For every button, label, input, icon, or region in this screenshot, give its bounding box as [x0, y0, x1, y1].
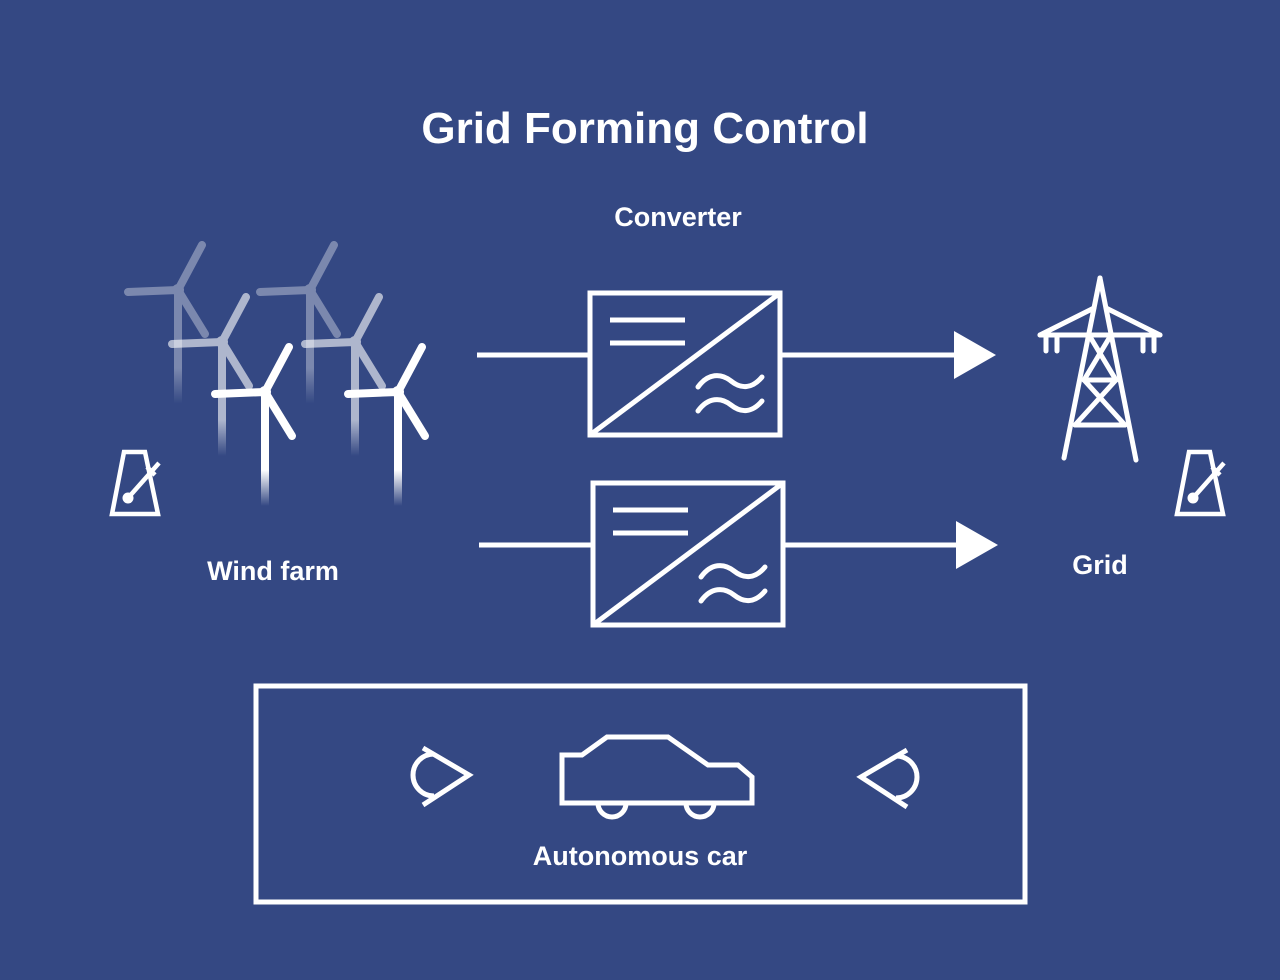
ac-dc-converter-icon	[590, 293, 780, 435]
car-icon	[559, 734, 755, 820]
autonomous-car-label: Autonomous car	[533, 841, 748, 871]
grid-label: Grid	[1072, 550, 1128, 580]
page-title: Grid Forming Control	[421, 104, 868, 153]
eye-icon	[410, 745, 474, 808]
eye-icon	[856, 747, 920, 810]
ac-dc-converter-icon	[593, 483, 783, 625]
metronome-icon	[112, 452, 159, 514]
autonomous-car-box	[253, 683, 1028, 905]
wind-farm-label: Wind farm	[207, 556, 339, 586]
converter-path-lower	[479, 483, 998, 625]
metronome-icon	[1177, 452, 1224, 514]
arrow-right-icon	[956, 521, 998, 569]
arrow-right-icon	[954, 331, 996, 379]
converter-label: Converter	[614, 202, 742, 232]
wind-turbine-icon	[128, 245, 425, 506]
transmission-tower-icon	[1037, 275, 1163, 463]
converter-path-upper	[477, 293, 996, 435]
